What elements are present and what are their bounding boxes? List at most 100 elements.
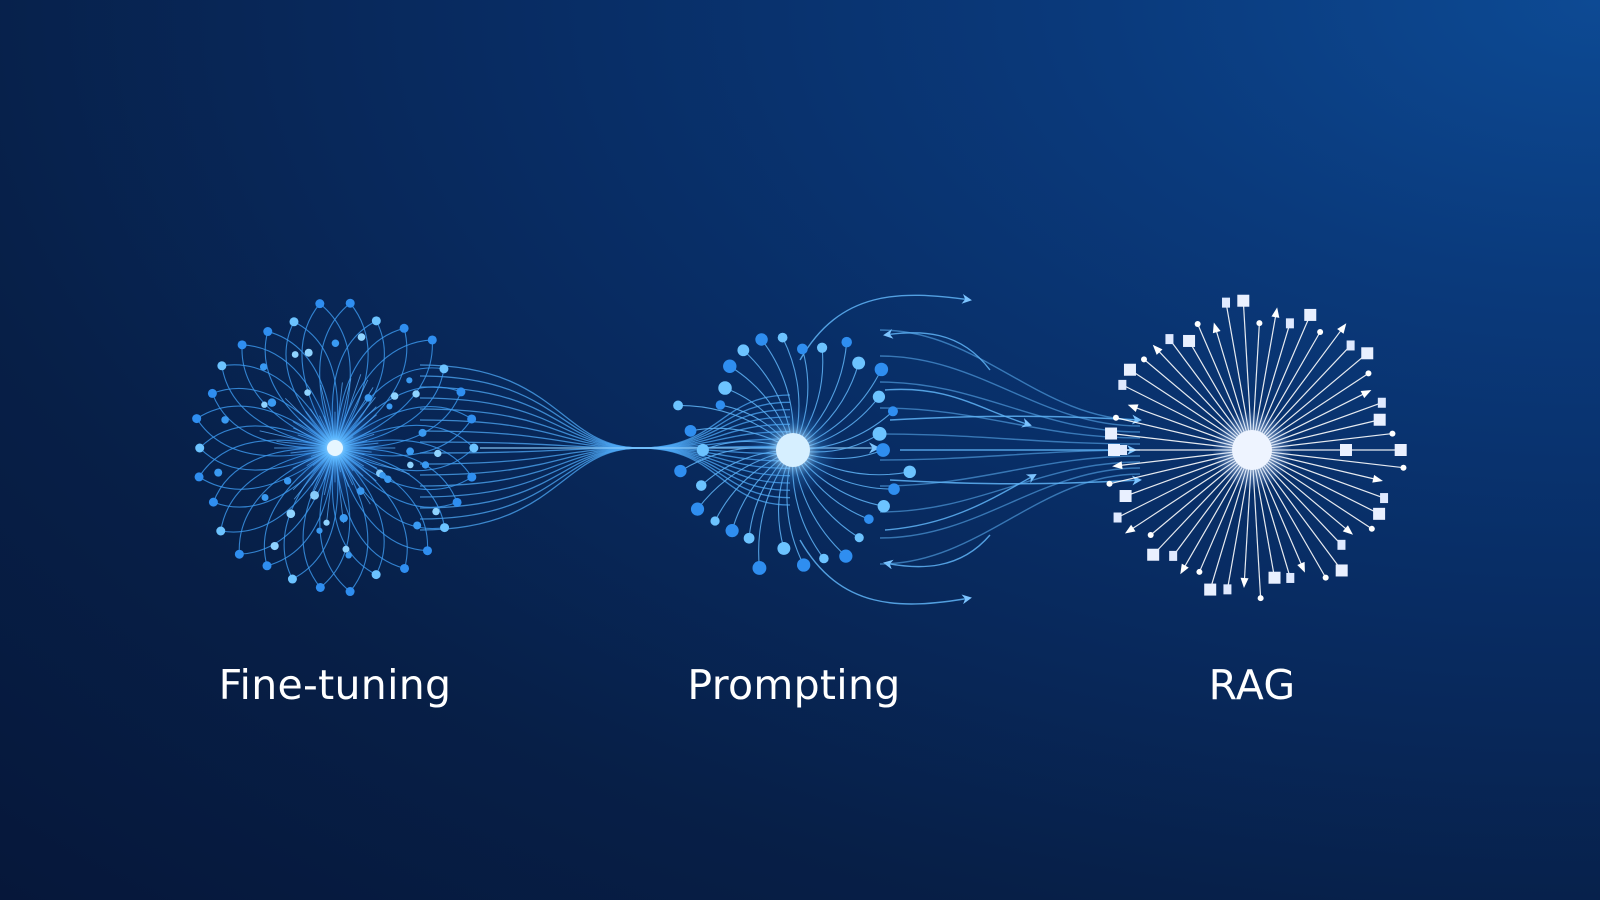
fine-tuning-outer-dot: [345, 298, 355, 308]
rag-cluster: [1105, 294, 1407, 602]
fine-tuning-inner-dot: [412, 390, 420, 398]
prompting-node-dot: [725, 524, 739, 538]
fine-tuning-outer-dot: [345, 587, 355, 597]
prompting-to-rag-flow: [799, 294, 1142, 605]
flow-arrow-curve: [884, 388, 1032, 428]
rag-end-dot: [1140, 356, 1147, 363]
fine-tuning-inner-dot: [357, 333, 366, 341]
prompting-node-dot: [673, 400, 684, 411]
rag-arrow-tip: [1112, 461, 1123, 470]
prompting-node-dot: [872, 390, 886, 403]
flow-converging-line: [879, 329, 1141, 421]
prompting-cluster: [673, 332, 916, 575]
rag-arrow-tip: [1360, 390, 1372, 399]
rag-end-dot: [1322, 574, 1329, 581]
flow-arrow-curve: [889, 475, 1142, 486]
prompting-node-dot: [854, 533, 864, 543]
prompting-node-dot: [839, 549, 853, 563]
rag-document-small: [1169, 550, 1178, 561]
rag-document-small: [1337, 539, 1346, 550]
fine-tuning-outer-dot: [195, 443, 205, 453]
rag-document-small: [1223, 584, 1232, 595]
fine-tuning-inner-dot: [331, 339, 340, 347]
fine-tuning-inner-dot: [221, 416, 229, 424]
rag-arrow-tip: [1297, 561, 1305, 573]
fine-tuning-inner-dot: [323, 519, 330, 526]
flow-converging-line: [879, 381, 1141, 433]
rag-document-square: [1373, 413, 1386, 426]
prompting-node-dot: [695, 480, 707, 491]
fine-tuning-outer-dot: [207, 388, 217, 398]
rag-document-square: [1204, 583, 1217, 596]
fine-tuning-inner-dot: [339, 513, 348, 523]
prompting-node-dot: [903, 465, 916, 479]
prompting-node-dot: [874, 362, 889, 377]
fine-tuning-outer-dot: [263, 327, 273, 337]
fine-tuning-to-prompting-bridge: [419, 364, 881, 531]
rag-document-small: [1346, 340, 1355, 351]
rag-end-dot: [1106, 480, 1113, 487]
fine-tuning-label: Fine-tuning: [218, 661, 452, 709]
fine-tuning-outer-dot: [371, 316, 381, 326]
prompting-node-dot: [887, 406, 898, 417]
rag-document-small: [1165, 334, 1174, 345]
fine-tuning-outer-dot: [237, 340, 247, 350]
fine-tuning-inner-dot: [304, 389, 311, 396]
prompting-node-dot: [752, 561, 767, 575]
fine-tuning-inner-dot: [432, 507, 440, 516]
fine-tuning-inner-dot: [291, 351, 299, 358]
prompting-node-dot: [777, 332, 788, 343]
fine-tuning-outer-dot: [194, 472, 204, 482]
prompting-node-dot: [674, 464, 687, 478]
prompting-node-dot: [864, 514, 874, 524]
prompting-node-dot: [819, 553, 829, 564]
fine-tuning-outer-dot: [399, 323, 409, 333]
rag-end-dot: [1194, 321, 1201, 328]
fine-tuning-outer-dot: [440, 523, 450, 533]
fine-tuning-inner-dot: [214, 468, 223, 477]
prompting-node-dot: [852, 356, 866, 370]
fine-tuning-inner-dot: [286, 509, 296, 519]
fine-tuning-outer-dot: [289, 317, 299, 327]
rag-document-square: [1394, 444, 1407, 456]
rag-arrow-tip: [1342, 525, 1354, 535]
fine-tuning-inner-dot: [407, 461, 414, 469]
fine-tuning-inner-dot: [434, 449, 442, 458]
flow-arrow-curve: [889, 414, 1142, 425]
rag-document-square: [1373, 507, 1386, 520]
fine-tuning-inner-dot: [345, 552, 352, 559]
prompting-node-dot: [777, 541, 791, 555]
rag-document-square: [1119, 490, 1132, 503]
rag-end-dot: [1368, 525, 1375, 532]
rag-document-square: [1123, 363, 1136, 376]
fine-tuning-outer-dot: [262, 561, 272, 571]
prompting-node-dot: [710, 516, 720, 526]
rag-document-square: [1147, 548, 1160, 561]
rag-document-square: [1340, 444, 1352, 456]
prompting-node-dot: [888, 483, 900, 495]
fine-tuning-outer-dot: [234, 549, 244, 559]
flow-converging-line: [879, 449, 1141, 461]
fine-tuning-inner-dot: [421, 461, 430, 469]
flow-arrow-curve: [799, 294, 972, 361]
rag-document-small: [1113, 512, 1122, 523]
rag-arrow-tip: [1127, 404, 1139, 412]
rag-arrow-tip: [1124, 524, 1136, 534]
rag-document-square: [1361, 347, 1374, 360]
fine-tuning-outer-dot: [400, 563, 410, 573]
prompting-node-dot: [816, 342, 828, 353]
prompting-node-dot: [872, 426, 887, 441]
fine-tuning-outer-dot: [217, 361, 227, 371]
flow-converging-line: [879, 455, 1141, 487]
rag-document-square: [1268, 571, 1281, 584]
fine-tuning-outer-dot: [427, 335, 437, 345]
prompting-node-dot: [797, 343, 808, 355]
prompting-node-dot: [696, 443, 709, 457]
fine-tuning-inner-dot: [270, 541, 279, 551]
rag-document-square: [1183, 334, 1196, 347]
rag-arrow-tip: [1152, 344, 1163, 355]
flow-arrow-curve: [883, 534, 991, 570]
fine-tuning-outer-dot: [315, 582, 325, 592]
